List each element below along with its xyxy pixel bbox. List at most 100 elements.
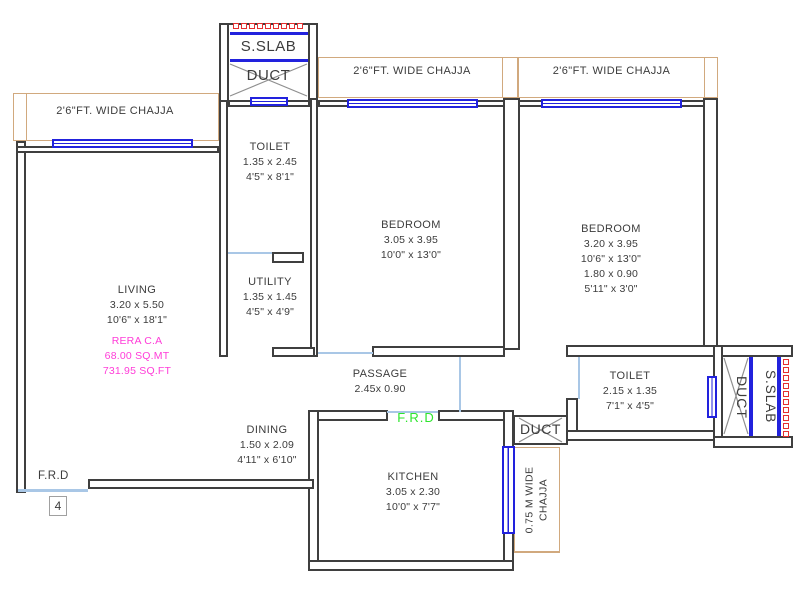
door-line: [228, 252, 272, 254]
rera-line: RERA C.A: [111, 335, 163, 347]
slab-line: [749, 357, 753, 436]
red-dash: [273, 23, 279, 29]
unit-number: 4: [54, 499, 62, 513]
room-dim: 5'11" x 3'0": [584, 283, 638, 295]
door-line: [387, 411, 438, 413]
room-dim: 4'5" x 4'9": [245, 306, 295, 318]
red-dash: [265, 23, 271, 29]
wall-segment: [566, 430, 718, 441]
wall-segment: [272, 252, 304, 263]
red-dash: [297, 23, 303, 29]
room-name: UTILITY: [248, 276, 292, 288]
chajja-column-right: [704, 57, 718, 98]
chajja-label-top-left: 2'6"FT. WIDE CHAJJA: [56, 105, 174, 117]
chajja-label-top-right: 2'6"FT. WIDE CHAJJA: [552, 65, 671, 77]
room-name: PASSAGE: [352, 368, 408, 380]
wall-segment: [16, 141, 26, 493]
room-dim: 4'11" x 6'10": [237, 454, 297, 466]
door-line-entry: [18, 489, 88, 492]
wall-segment: [219, 100, 228, 357]
red-dash-row: [233, 23, 303, 29]
room-dim: 3.20 x 5.50: [109, 299, 165, 311]
room-dim: 10'6" x 18'1": [106, 314, 168, 326]
door-line: [318, 352, 373, 354]
chajja-column-mid: [502, 57, 518, 98]
duct-label-right: DUCT: [734, 375, 750, 419]
room-name: BEDROOM: [381, 219, 441, 231]
room-name: TOILET: [609, 370, 651, 382]
chajja-top-middle: [318, 57, 503, 98]
chajja-label-side: 0.75 M WIDE CHAJJA: [508, 448, 564, 552]
room-dim: 10'6" x 13'0": [580, 253, 642, 265]
wall-segment: [308, 23, 318, 105]
chajja-label-top-middle: 2'6"FT. WIDE CHAJJA: [353, 65, 471, 77]
chajja-side-line: CHAJJA: [537, 478, 549, 522]
red-dash: [241, 23, 247, 29]
room-name: TOILET: [249, 141, 291, 153]
window: [52, 139, 193, 148]
red-dash: [783, 383, 789, 389]
room-dim: 4'5" x 8'1": [245, 171, 295, 183]
duct-label-kitchen: DUCT: [520, 421, 561, 437]
room-name: LIVING: [117, 284, 157, 296]
wall-segment: [372, 346, 505, 357]
rera-area-note: RERA C.A 68.00 SQ.MT 731.95 SQ.FT: [62, 334, 212, 379]
room-label-living: LIVING 3.20 x 5.50 10'6" x 18'1": [62, 283, 212, 328]
red-dash: [281, 23, 287, 29]
room-name: BEDROOM: [581, 223, 641, 235]
red-dash: [783, 399, 789, 405]
chajja-top-left: [13, 93, 219, 141]
room-dim: 1.35 x 1.45: [242, 291, 298, 303]
slab-line: [230, 32, 308, 35]
slab-line: [230, 59, 308, 62]
wall-segment: [703, 98, 718, 347]
red-dash: [783, 415, 789, 421]
wall-segment: [503, 98, 520, 350]
room-dim: 3.20 x 3.95: [583, 238, 639, 250]
room-label-passage: PASSAGE 2.45x 0.90: [328, 367, 432, 397]
room-label-utility: UTILITY 1.35 x 1.45 4'5" x 4'9": [222, 275, 318, 320]
room-dim: 10'0" x 7'7": [385, 501, 441, 513]
room-label-dining: DINING 1.50 x 2.09 4'11" x 6'10": [213, 423, 321, 468]
room-label-bedroom2: BEDROOM 3.20 x 3.95 10'6" x 13'0" 1.80 x…: [538, 222, 684, 297]
red-dash: [783, 431, 789, 437]
chajja-side-line: 0.75 M WIDE: [523, 466, 535, 534]
red-dash: [257, 23, 263, 29]
room-dim: 10'0" x 13'0": [380, 249, 442, 261]
slab-label-right: S.SLAB: [763, 370, 778, 424]
rera-line: 68.00 SQ.MT: [104, 350, 170, 362]
red-dash: [783, 391, 789, 397]
window: [707, 376, 717, 418]
room-dim: 3.05 x 2.30: [385, 486, 441, 498]
duct-box-top: [219, 23, 318, 105]
red-dash: [783, 407, 789, 413]
red-dash: [783, 367, 789, 373]
room-dim: 2.45x 0.90: [354, 383, 406, 395]
frd-label-entry: F.R.D: [38, 470, 69, 482]
wall-segment: [308, 410, 388, 421]
room-dim: 1.50 x 2.09: [239, 439, 295, 451]
chajja-kitchen-bottom-line: [514, 551, 560, 553]
red-dash: [783, 423, 789, 429]
chajja-top-left-column: [13, 93, 27, 141]
window: [347, 99, 478, 108]
red-dash: [783, 375, 789, 381]
rera-line: 731.95 SQ.FT: [102, 365, 172, 377]
slab-label-top: S.SLAB: [240, 38, 297, 55]
window: [250, 97, 288, 106]
wall-segment: [88, 479, 314, 489]
red-dash: [783, 359, 789, 365]
room-dim: 1.35 x 2.45: [242, 156, 298, 168]
red-dash: [289, 23, 295, 29]
unit-number-box: 4: [49, 496, 67, 516]
room-dim: 3.05 x 3.95: [383, 234, 439, 246]
red-dash: [233, 23, 239, 29]
room-name: KITCHEN: [387, 471, 439, 483]
wall-segment: [308, 560, 514, 571]
red-dash: [249, 23, 255, 29]
frd-label-kitchen: F.R.D: [397, 410, 435, 425]
room-label-kitchen: KITCHEN 3.05 x 2.30 10'0" x 7'7": [352, 470, 474, 515]
wall-segment: [566, 345, 793, 357]
door-line: [578, 357, 580, 399]
